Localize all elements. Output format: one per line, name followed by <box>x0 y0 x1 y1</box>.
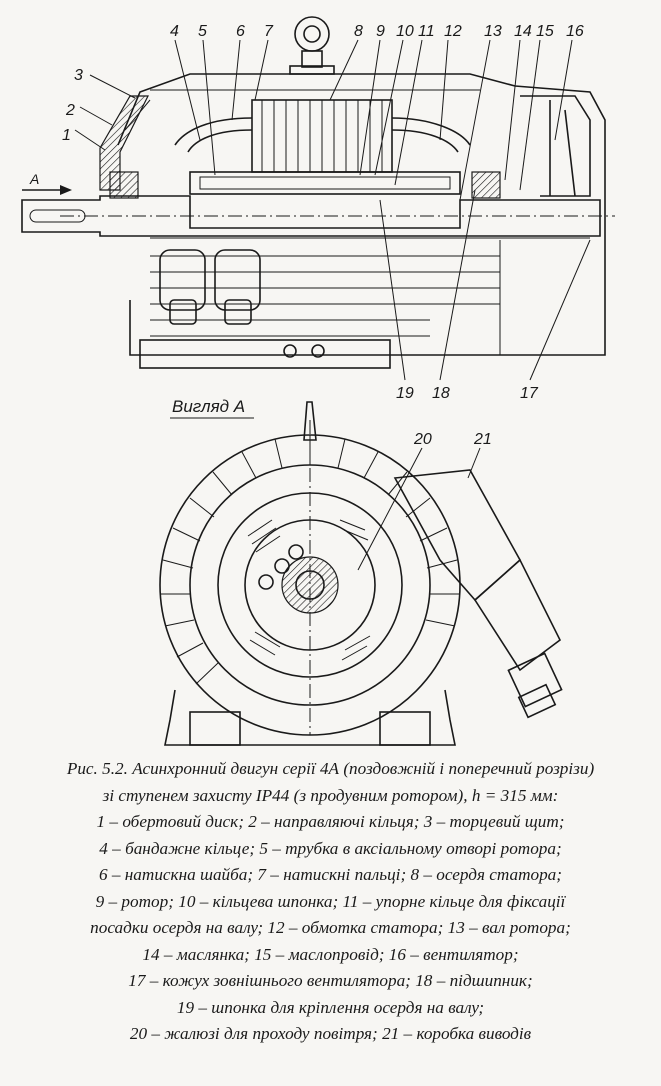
bearing-left <box>109 171 139 199</box>
label-6: 6 <box>236 23 245 40</box>
caption-line: 17 – кожух зовнішнього вентилятора; 18 –… <box>128 971 533 990</box>
caption-line: 20 – жалюзі для проходу повітря; 21 – ко… <box>129 1024 532 1043</box>
label-5: 5 <box>198 23 207 40</box>
label-7: 7 <box>264 23 274 40</box>
caption-line: 4 – бандажне кільце; 5 – трубка в аксіал… <box>99 838 562 858</box>
cross-section <box>159 401 563 746</box>
air-louvers <box>247 519 371 661</box>
label-19: 19 <box>396 385 414 402</box>
figure-caption: Рис. 5.2. Асинхронний двигун серії 4А (п… <box>0 756 661 1048</box>
label-3: 3 <box>74 67 83 84</box>
label-9: 9 <box>376 23 385 40</box>
label-1: 1 <box>62 127 71 144</box>
label-16: 16 <box>566 23 584 40</box>
fan <box>520 95 591 197</box>
view-a-label: Вигляд А <box>172 397 245 416</box>
label-15: 15 <box>536 23 554 40</box>
view-leader-lines <box>357 447 481 571</box>
stator-winding <box>174 117 471 153</box>
caption-line: 1 – обертовий диск; 2 – направляючі кіль… <box>96 812 565 831</box>
cable-glands <box>159 249 261 325</box>
bearing-right <box>471 171 501 199</box>
motor-drawing: A 1 2 3 4 5 6 7 8 9 10 11 12 <box>21 16 615 746</box>
view-callouts: 20 21 <box>413 431 492 448</box>
caption-line: 6 – натискна шайба; 7 – натискні пальці;… <box>99 865 562 884</box>
caption-line: 14 – маслянка; 15 – маслопровід; 16 – ве… <box>142 944 519 964</box>
leader-lines <box>74 39 591 381</box>
label-20: 20 <box>413 431 432 448</box>
label-8: 8 <box>354 23 363 40</box>
arrow-label: A <box>29 171 39 187</box>
label-18: 18 <box>432 385 450 402</box>
callout-labels: 1 2 3 4 5 6 7 8 9 10 11 12 13 14 15 16 1… <box>62 23 584 402</box>
rotor <box>189 171 461 195</box>
label-10: 10 <box>396 23 414 40</box>
view-arrow: A <box>22 171 72 195</box>
terminal-box <box>393 469 563 719</box>
caption-line: посадки осердя на валу; 12 – обмотка ста… <box>90 918 571 937</box>
lifting-eye <box>289 16 335 75</box>
stator-housing <box>117 73 606 356</box>
mounting-foot <box>139 339 391 369</box>
caption-line: Рис. 5.2. Асинхронний двигун серії 4А (п… <box>66 759 595 778</box>
caption-line: 19 – шпонка для кріплення осердя на валу… <box>176 997 485 1017</box>
label-12: 12 <box>444 23 462 40</box>
label-2: 2 <box>65 102 75 119</box>
label-13: 13 <box>484 23 502 40</box>
label-14: 14 <box>514 23 532 40</box>
housing-ribs <box>150 237 590 355</box>
caption-line: зі ступенем захисту IP44 (з продувним ро… <box>102 785 559 805</box>
longitudinal-section: A <box>21 16 615 369</box>
cooling-ribs <box>160 435 460 685</box>
cross-section-feet <box>164 689 456 746</box>
label-4: 4 <box>170 23 179 40</box>
label-11: 11 <box>418 23 435 40</box>
label-21: 21 <box>473 431 492 448</box>
label-17: 17 <box>520 385 539 402</box>
caption-line: 9 – ротор; 10 – кільцева шпонка; 11 – уп… <box>95 891 566 911</box>
